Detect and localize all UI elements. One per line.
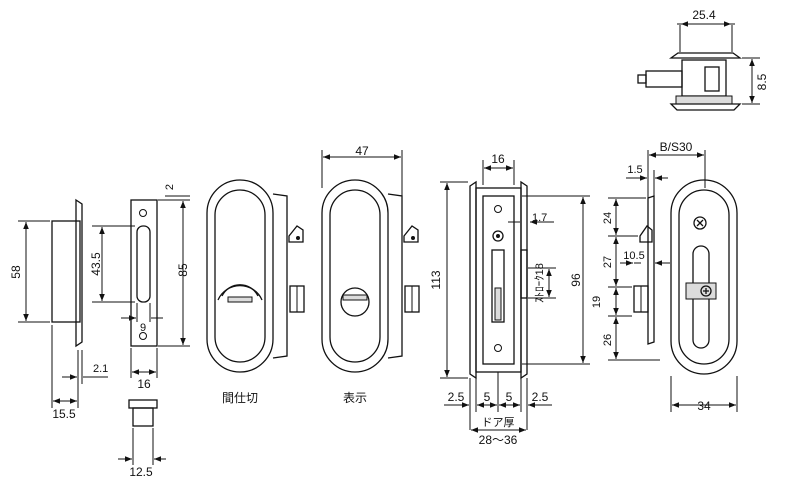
label-privacy: 間仕切 bbox=[222, 391, 258, 405]
dim-top-width: 25.4 bbox=[692, 8, 716, 22]
cup-part: 12.5 bbox=[118, 399, 166, 479]
plate-height-dims: 85 2 bbox=[158, 184, 190, 347]
dim-stroke: ｽﾄﾛｰｸ18 bbox=[533, 263, 546, 303]
dim-offset-17: 1.7 bbox=[532, 212, 547, 224]
dim-case-width: 16 bbox=[491, 152, 505, 166]
dim-slot-length: 43.5 bbox=[89, 252, 103, 276]
dim-overall-height: 113 bbox=[429, 270, 443, 289]
front-plate: 43.5 9 16 bbox=[89, 199, 163, 391]
dim-body-depth: 15.5 bbox=[52, 407, 76, 421]
dim-slot-width: 9 bbox=[140, 322, 146, 334]
dim-backset: B/S30 bbox=[660, 140, 693, 154]
dim-width-34: 34 bbox=[697, 399, 711, 413]
escutcheon-privacy: 間仕切 bbox=[206, 179, 305, 405]
dim-plate-depth: 58 bbox=[9, 265, 23, 279]
top-view: 25.4 8.5 bbox=[637, 8, 769, 111]
escutcheon-backset: B/S30 1.5 24 27 19 26 10.5 bbox=[591, 140, 738, 413]
dim-top-height: 8.5 bbox=[755, 73, 769, 90]
dim-side-5-left: 5 bbox=[484, 390, 491, 404]
dim-backset-15: 1.5 bbox=[627, 164, 642, 176]
dim-19: 19 bbox=[591, 296, 603, 308]
dim-top-offset: 2 bbox=[164, 184, 176, 190]
dim-26: 26 bbox=[602, 334, 614, 346]
dim-flange: 2.1 bbox=[93, 363, 108, 375]
dim-escutcheon-width: 47 bbox=[355, 144, 369, 158]
dim-side-5-right: 5 bbox=[506, 390, 513, 404]
side-view: 58 2.1 15.5 bbox=[9, 198, 108, 421]
dim-door-thickness-label: ドア厚 bbox=[482, 416, 515, 429]
dim-side-2-5-left: 2.5 bbox=[448, 390, 465, 404]
dim-plate-height: 85 bbox=[176, 263, 190, 277]
dim-10-5: 10.5 bbox=[623, 250, 644, 262]
dim-side-2-5-right: 2.5 bbox=[532, 390, 549, 404]
dim-24: 24 bbox=[602, 212, 614, 224]
dim-case-height: 96 bbox=[569, 273, 583, 287]
dim-plate-width: 16 bbox=[137, 377, 151, 391]
dim-door-thickness-range: 28～36 bbox=[479, 433, 518, 447]
label-indicator: 表示 bbox=[343, 391, 367, 405]
dim-cup-width: 12.5 bbox=[129, 465, 153, 479]
dim-27: 27 bbox=[602, 256, 614, 268]
escutcheon-indicator: 47 表示 bbox=[321, 144, 420, 405]
lock-case: 16 113 96 ｽﾄﾛｰｸ18 1.7 2.5 bbox=[429, 152, 590, 447]
